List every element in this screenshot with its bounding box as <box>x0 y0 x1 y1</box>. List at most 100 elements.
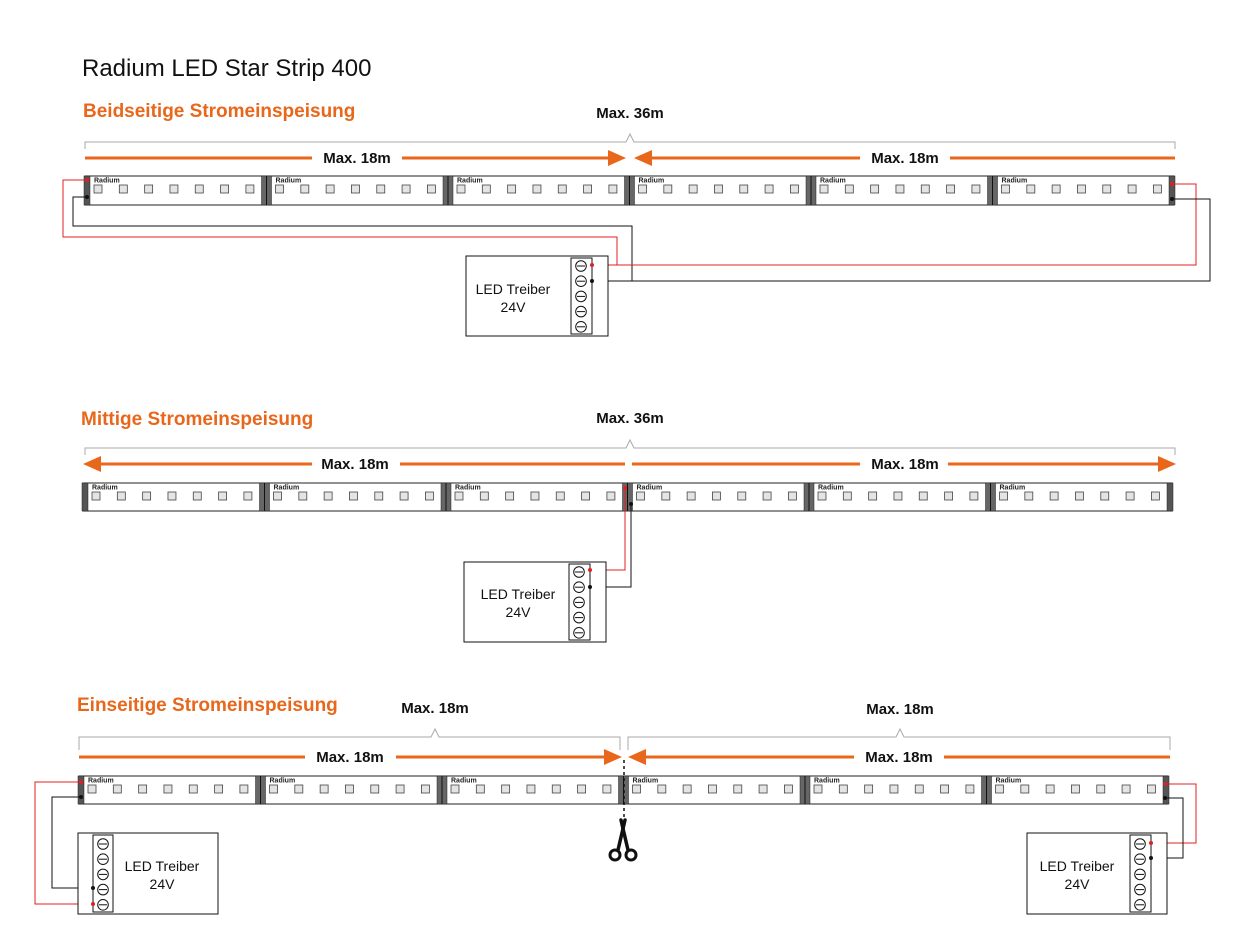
led-chip <box>138 784 148 794</box>
wire-negative-3-left <box>51 796 93 889</box>
arrowhead-right-2 <box>1158 456 1176 472</box>
led-chip <box>298 491 308 501</box>
led-chip <box>844 184 854 194</box>
terminal-screw <box>573 596 585 609</box>
driver-voltage-2: 24V <box>506 604 532 620</box>
led-chip <box>895 184 905 194</box>
length-label-right-2: Max. 18m <box>871 456 939 473</box>
led-chip <box>345 784 354 794</box>
led-chip <box>1102 184 1112 194</box>
led-chip <box>300 184 310 194</box>
led-chip <box>995 784 1004 794</box>
total-length-label-3-right: Max. 18m <box>866 701 934 718</box>
led-chip <box>577 784 586 794</box>
section-heading-mittig: Mittige Stromeinspeisung <box>81 409 313 430</box>
strip-brand-label: Radium <box>996 778 1022 785</box>
strip-brand-label: Radium <box>1000 485 1026 492</box>
led-chip <box>842 491 852 501</box>
led-chip <box>530 491 540 501</box>
led-chip <box>971 184 981 194</box>
led-chip <box>218 491 227 501</box>
led-chip <box>475 784 485 794</box>
terminal-screw <box>575 290 587 303</box>
strip-brand-label: Radium <box>820 178 846 185</box>
led-chip <box>557 184 567 194</box>
led-chip <box>657 784 667 794</box>
strip-brand-label: Radium <box>94 178 120 185</box>
led-chip <box>192 491 202 501</box>
led-chip <box>351 184 360 194</box>
led-chip <box>940 784 949 794</box>
led-chip <box>112 784 122 794</box>
led-chip <box>1049 491 1059 501</box>
led-chip <box>581 491 590 501</box>
led-chip <box>481 184 491 194</box>
led-chip <box>501 784 511 794</box>
led-chip <box>116 491 126 501</box>
driver-voltage-3-right: 24V <box>1065 876 1091 892</box>
led-chip <box>864 784 874 794</box>
led-chip <box>144 184 154 194</box>
led-chip <box>118 184 128 194</box>
led-chip <box>319 784 329 794</box>
terminal-screw <box>97 883 109 896</box>
led-chip <box>790 184 799 194</box>
led-chip <box>555 491 565 501</box>
wire-positive-right-1 <box>593 183 1197 266</box>
strip-brand-label: Radium <box>276 178 302 185</box>
length-brace-3-right <box>627 727 1171 750</box>
led-chip <box>505 491 515 501</box>
terminal-screw <box>573 566 585 578</box>
led-chip <box>636 491 645 501</box>
terminal-screw <box>1134 868 1146 881</box>
led-chip <box>188 784 198 794</box>
led-chip <box>819 184 829 194</box>
terminal-dot-pos-2 <box>588 568 592 572</box>
led-chip <box>427 184 436 194</box>
led-chip <box>163 784 173 794</box>
scissors-icon <box>608 818 638 862</box>
led-driver-1: LED Treiber 24V <box>465 255 609 337</box>
led-chip <box>682 784 692 794</box>
section-heading-beidseitig: Beidseitige Stromeinspeisung <box>83 101 355 122</box>
led-chip <box>1026 184 1036 194</box>
terminal-screw <box>575 305 587 318</box>
length-brace-2 <box>84 438 1176 455</box>
driver-label-1: LED Treiber <box>476 281 551 297</box>
led-chip <box>1153 184 1162 194</box>
arrowhead-left-2 <box>83 456 101 472</box>
led-chip <box>1100 491 1110 501</box>
led-chip <box>602 784 612 794</box>
led-chip <box>220 184 229 194</box>
led-chip <box>323 491 333 501</box>
terminal-screw <box>573 581 585 593</box>
led-chip <box>269 784 278 794</box>
led-chip <box>868 491 878 501</box>
strip-brand-label: Radium <box>1002 178 1028 185</box>
led-chip <box>758 784 768 794</box>
led-chip <box>739 184 749 194</box>
led-chip <box>214 784 223 794</box>
driver-voltage-3-left: 24V <box>150 876 176 892</box>
led-chip <box>708 784 717 794</box>
led-chip <box>1077 184 1086 194</box>
led-chip <box>870 184 880 194</box>
length-label-left-2: Max. 18m <box>321 456 389 473</box>
led-chip <box>714 184 723 194</box>
strip-brand-label: Radium <box>637 485 663 492</box>
led-chip <box>142 491 152 501</box>
led-chip <box>583 184 592 194</box>
strip-end-cap <box>77 775 85 805</box>
terminal-screw <box>1134 883 1146 896</box>
terminal-screw <box>97 868 109 881</box>
led-chip <box>944 491 953 501</box>
wire-positive-3-left <box>34 781 93 905</box>
length-label-left-1: Max. 18m <box>323 150 391 167</box>
strip-brand-label: Radium <box>457 178 483 185</box>
led-chip <box>479 491 489 501</box>
terminal-screw <box>575 275 587 287</box>
led-chip <box>395 784 405 794</box>
